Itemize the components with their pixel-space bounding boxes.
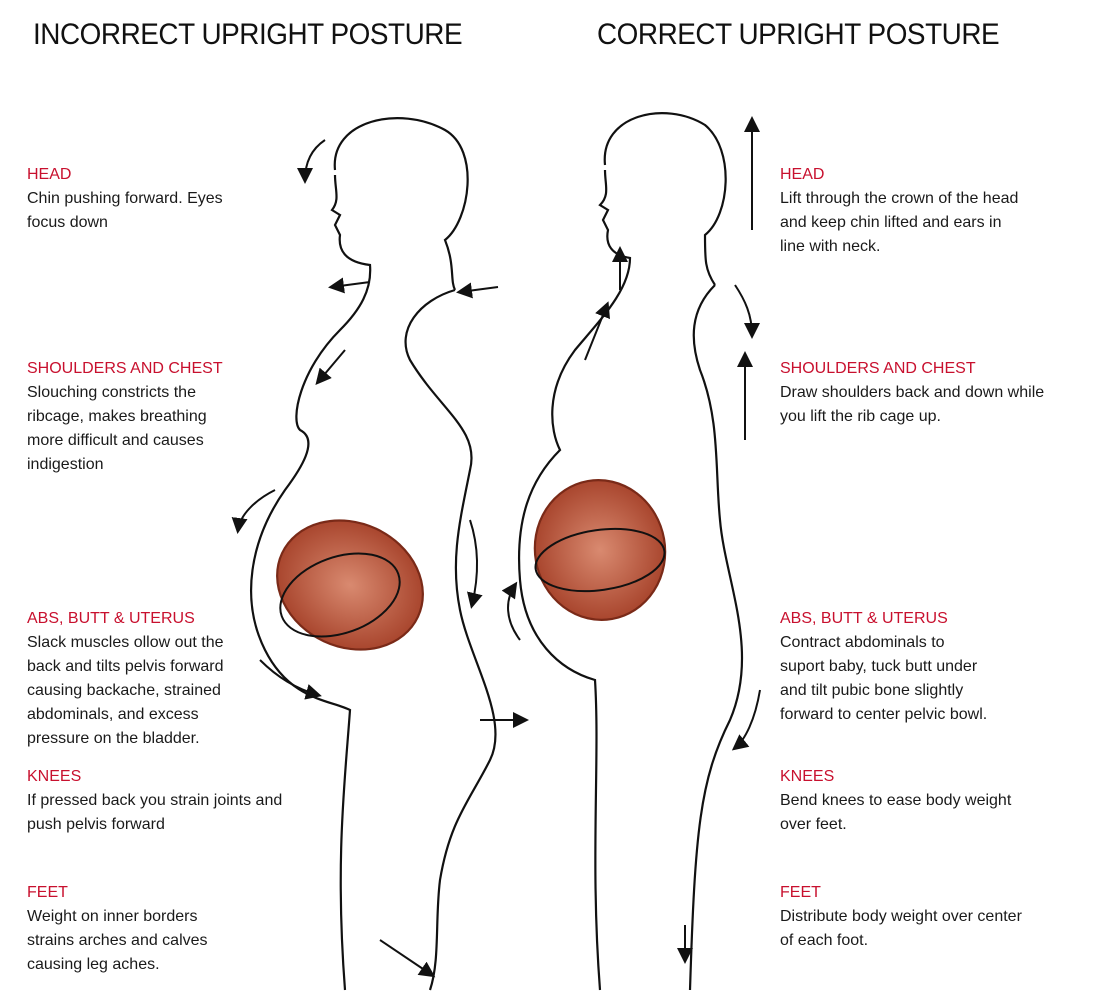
section-text: If pressed back you strain joints and pu… <box>27 792 283 833</box>
incorrect-title: INCORRECT UPRIGHT POSTURE <box>33 18 463 51</box>
correct-abs: ABS, BUTT & UTERUS Contract abdominals to… <box>780 609 1100 727</box>
section-text: Draw shoulders back and down while you l… <box>780 384 1045 425</box>
section-heading: HEAD <box>780 166 825 183</box>
correct-shoulders: SHOULDERS AND CHEST Draw shoulders back a… <box>780 359 1100 429</box>
section-text: Bend knees to ease body weight over feet… <box>780 792 1012 833</box>
correct-head: HEAD Lift through the crown of the head a… <box>780 165 1100 259</box>
section-heading: KNEES <box>780 768 835 785</box>
section-text: Lift through the crown of the head and k… <box>780 190 1019 255</box>
correct-feet: FEET Distribute body weight over center o… <box>780 883 1100 953</box>
correct-title: CORRECT UPRIGHT POSTURE <box>597 18 1000 51</box>
section-text: Weight on inner borders strains arches a… <box>27 908 208 973</box>
section-heading: HEAD <box>27 166 72 183</box>
section-heading: ABS, BUTT & UTERUS <box>780 610 948 627</box>
incorrect-shoulders: SHOULDERS AND CHEST Slouching constricts … <box>27 359 347 477</box>
incorrect-head: HEAD Chin pushing forward. Eyes focus dow… <box>27 165 347 235</box>
correct-figure <box>517 112 744 991</box>
section-text: Slouching constricts the ribcage, makes … <box>27 384 207 473</box>
incorrect-feet: FEET Weight on inner borders strains arch… <box>27 883 347 977</box>
section-heading: FEET <box>27 884 68 901</box>
direction-arrows <box>231 116 761 978</box>
incorrect-figure <box>250 117 497 991</box>
correct-knees: KNEES Bend knees to ease body weight over… <box>780 767 1100 837</box>
section-heading: SHOULDERS AND CHEST <box>27 360 223 377</box>
section-text: Contract abdominals to suport baby, tuck… <box>780 634 988 723</box>
section-heading: KNEES <box>27 768 82 785</box>
incorrect-knees: KNEES If pressed back you strain joints a… <box>27 767 347 837</box>
incorrect-abs: ABS, BUTT & UTERUS Slack muscles ollow ou… <box>27 609 347 751</box>
section-heading: SHOULDERS AND CHEST <box>780 360 976 377</box>
section-text: Chin pushing forward. Eyes focus down <box>27 190 223 231</box>
section-text: Distribute body weight over center of ea… <box>780 908 1022 949</box>
section-text: Slack muscles ollow out the back and til… <box>27 634 224 747</box>
section-heading: FEET <box>780 884 821 901</box>
section-heading: ABS, BUTT & UTERUS <box>27 610 195 627</box>
